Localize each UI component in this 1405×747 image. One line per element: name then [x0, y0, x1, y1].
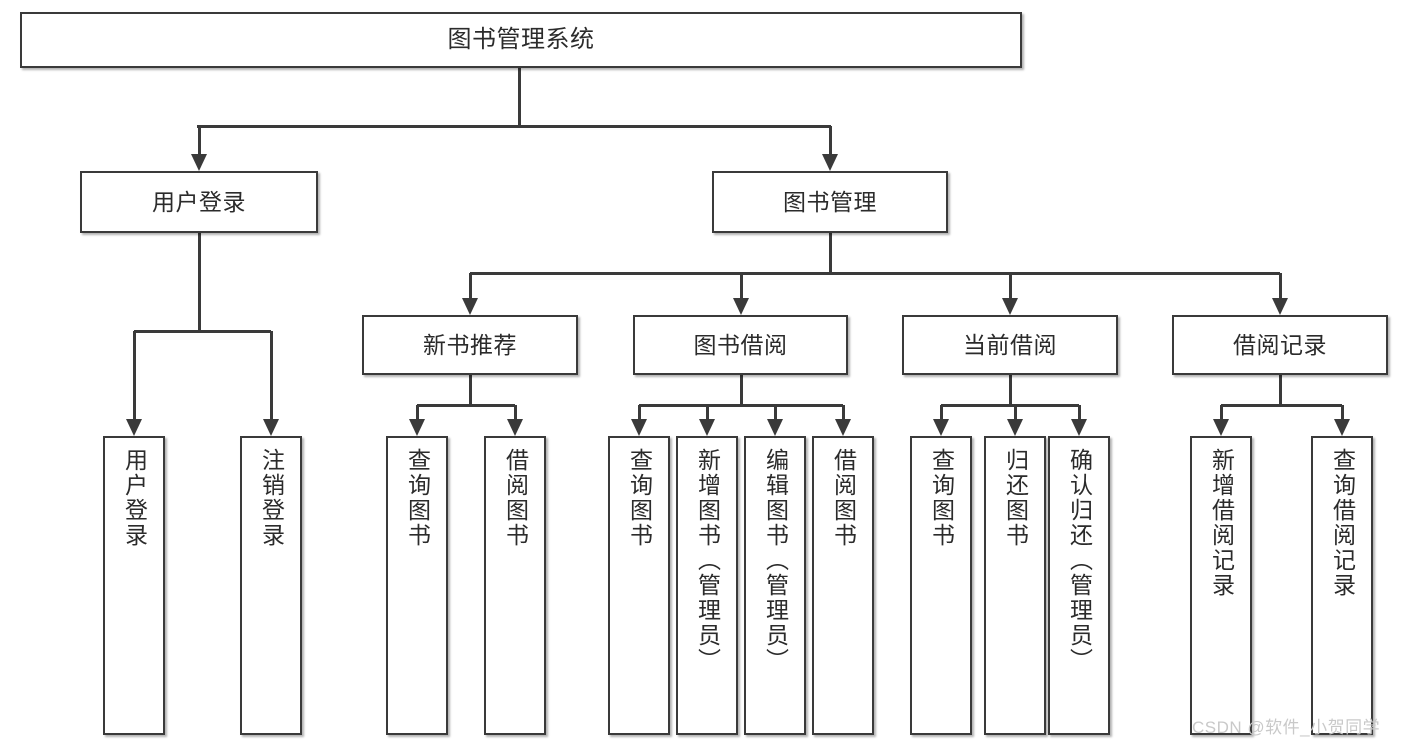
connector-to-leaf-add-record	[1220, 405, 1223, 419]
node-label: 查询图书	[626, 448, 653, 548]
node-leaf-edit-book[interactable]: 编辑图书（管理员）	[744, 436, 806, 735]
arrowhead-icon	[699, 419, 715, 436]
connector-book-bus	[470, 272, 1280, 275]
arrowhead-icon	[1272, 298, 1288, 315]
arrowhead-icon	[1334, 419, 1350, 436]
node-label: 查询图书	[404, 448, 431, 548]
connector-current-borrow-stem	[1009, 375, 1012, 405]
arrowhead-icon	[933, 419, 949, 436]
node-label: 编辑图书（管理员）	[762, 448, 789, 673]
node-user-login[interactable]: 用户登录	[80, 171, 318, 233]
connector-to-leaf-user-login	[133, 331, 136, 419]
node-label: 归还图书	[1002, 448, 1029, 548]
connector-root-stem	[518, 68, 521, 128]
connector-to-leaf-add-book	[706, 405, 709, 419]
node-leaf-return-book[interactable]: 归还图书	[984, 436, 1046, 735]
node-label: 查询借阅记录	[1329, 448, 1356, 598]
connector-to-leaf-return-book	[1014, 405, 1017, 419]
node-label: 当前借阅	[963, 331, 1057, 358]
connector-to-leaf-borrow-book-1	[514, 405, 517, 419]
node-label: 用户登录	[121, 448, 148, 548]
csdn-watermark: CSDN @软件_小贺同学	[1192, 718, 1381, 737]
node-label: 新增借阅记录	[1208, 448, 1235, 598]
arrowhead-icon	[409, 419, 425, 436]
node-label: 借阅图书	[502, 448, 529, 548]
connector-borrow-record-stem	[1279, 375, 1282, 405]
node-borrow-record[interactable]: 借阅记录	[1172, 315, 1388, 375]
connector-to-leaf-query-record	[1341, 405, 1344, 419]
node-label: 查询图书	[928, 448, 955, 548]
node-label: 用户登录	[152, 188, 246, 215]
arrowhead-icon	[767, 419, 783, 436]
node-leaf-borrow-book-1[interactable]: 借阅图书	[484, 436, 546, 735]
node-label: 图书借阅	[693, 331, 788, 358]
arrowhead-icon	[631, 419, 647, 436]
node-label: 图书管理系统	[447, 26, 595, 54]
connector-to-new-book-rec	[469, 273, 472, 298]
arrowhead-icon	[1007, 419, 1023, 436]
node-current-borrow[interactable]: 当前借阅	[902, 315, 1118, 375]
connector-user-stem	[198, 233, 201, 331]
node-leaf-borrow-book-2[interactable]: 借阅图书	[812, 436, 874, 735]
node-label: 图书管理	[783, 188, 877, 215]
node-leaf-user-logout[interactable]: 注销登录	[240, 436, 302, 735]
node-leaf-add-record[interactable]: 新增借阅记录	[1190, 436, 1252, 735]
node-label: 借阅图书	[830, 448, 857, 548]
node-leaf-confirm-return[interactable]: 确认归还（管理员）	[1048, 436, 1110, 735]
node-leaf-query-book-2[interactable]: 查询图书	[608, 436, 670, 735]
connector-to-borrow-record	[1279, 273, 1282, 298]
arrowhead-icon	[507, 419, 523, 436]
connector-to-current-borrow	[1009, 273, 1012, 298]
node-leaf-query-record[interactable]: 查询借阅记录	[1311, 436, 1373, 735]
connector-to-leaf-query-book-3	[940, 405, 943, 419]
connector-book-borrow-bus	[639, 404, 843, 407]
connector-to-book-borrow	[739, 273, 743, 298]
node-leaf-add-book[interactable]: 新增图书（管理员）	[676, 436, 738, 735]
connector-user-bus	[134, 330, 271, 333]
arrowhead-icon	[191, 154, 207, 171]
connector-to-book-manage	[829, 126, 832, 154]
connector-book-borrow-stem	[739, 375, 743, 405]
connector-borrow-record-bus	[1221, 404, 1342, 407]
connector-new-book-rec-bus	[417, 404, 515, 407]
node-book-borrow[interactable]: 图书借阅	[633, 315, 848, 375]
arrowhead-icon	[822, 154, 838, 171]
arrowhead-icon	[1071, 419, 1087, 436]
arrowhead-icon	[126, 419, 142, 436]
connector-to-leaf-query-book-1	[416, 405, 419, 419]
node-label: 注销登录	[258, 448, 285, 548]
node-book-manage[interactable]: 图书管理	[712, 171, 948, 233]
connector-book-stem	[829, 233, 832, 273]
connector-new-book-rec-stem	[469, 375, 472, 405]
node-leaf-user-login[interactable]: 用户登录	[103, 436, 165, 735]
connector-to-leaf-edit-book	[774, 405, 777, 419]
node-label: 确认归还（管理员）	[1066, 448, 1093, 673]
arrowhead-icon	[462, 298, 478, 315]
arrowhead-icon	[835, 419, 851, 436]
node-label: 新增图书（管理员）	[694, 448, 721, 673]
node-leaf-query-book-1[interactable]: 查询图书	[386, 436, 448, 735]
node-new-book-rec[interactable]: 新书推荐	[362, 315, 578, 375]
connector-to-leaf-confirm-return	[1078, 405, 1081, 419]
connector-to-leaf-query-book-2	[638, 405, 641, 419]
node-label: 借阅记录	[1233, 331, 1327, 358]
connector-current-borrow-bus	[941, 404, 1079, 407]
connector-to-leaf-borrow-book-2	[842, 405, 845, 419]
connector-root-bus	[197, 125, 831, 128]
arrowhead-icon	[1213, 419, 1229, 436]
node-leaf-query-book-3[interactable]: 查询图书	[910, 436, 972, 735]
arrowhead-icon	[732, 298, 749, 315]
connector-to-leaf-user-logout	[270, 331, 273, 419]
arrowhead-icon	[263, 419, 279, 436]
node-root[interactable]: 图书管理系统	[20, 12, 1022, 68]
arrowhead-icon	[1002, 298, 1018, 315]
node-label: 新书推荐	[423, 331, 517, 358]
connector-to-user-login	[198, 126, 201, 154]
